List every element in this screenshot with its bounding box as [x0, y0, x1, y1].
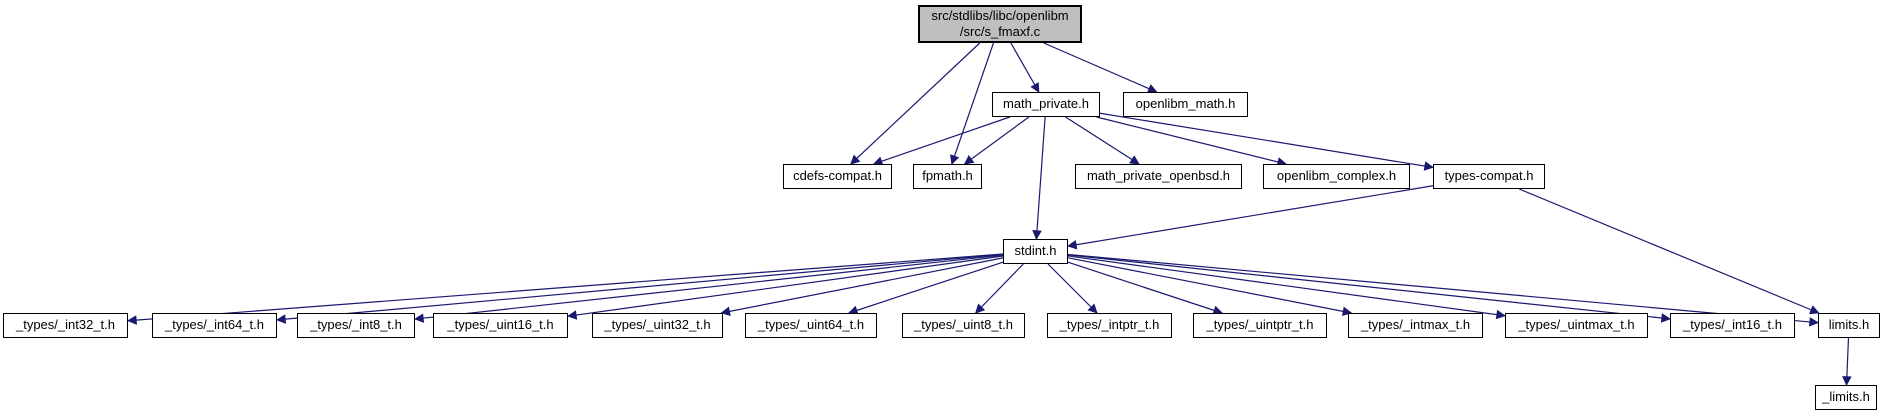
- graph-node-types_compat[interactable]: types-compat.h: [1433, 164, 1545, 189]
- edge-math_private-to-openlibm_complex: [1096, 116, 1287, 167]
- graph-node-fpmath[interactable]: fpmath.h: [913, 164, 982, 189]
- graph-node-label: limits.h: [1828, 317, 1870, 333]
- edge-stdint-to-uintptr: [1067, 261, 1223, 315]
- graph-node-int16[interactable]: _types/_int16_t.h: [1670, 313, 1795, 338]
- graph-node-label: _types/_intmax_t.h: [1360, 317, 1471, 333]
- graph-node-label: types-compat.h: [1444, 168, 1534, 184]
- graph-node-uintptr[interactable]: _types/_uintptr_t.h: [1193, 313, 1327, 338]
- edge-stdint-to-int32: [127, 253, 1004, 325]
- graph-node-label: cdefs-compat.h: [793, 168, 882, 184]
- graph-node-label: openlibm_complex.h: [1276, 168, 1397, 184]
- edge-stdint-to-uint32: [720, 257, 1004, 317]
- edge-stdint-to-intptr: [1047, 263, 1098, 314]
- graph-node-openlibm_math[interactable]: openlibm_math.h: [1123, 92, 1248, 117]
- graph-node-int64[interactable]: _types/_int64_t.h: [152, 313, 277, 338]
- graph-node-label: _types/_uint32_t.h: [604, 317, 711, 333]
- edge-stdint-to-uint64: [848, 261, 1004, 315]
- graph-node-label: _types/_int8_t.h: [310, 317, 402, 333]
- graph-node-_limits[interactable]: _limits.h: [1815, 385, 1877, 410]
- graph-node-uintmax[interactable]: _types/_uintmax_t.h: [1505, 313, 1648, 338]
- graph-node-label: _types/_uint16_t.h: [447, 317, 554, 333]
- edge-root-to-cdefs_compat: [850, 42, 981, 165]
- graph-node-math_private_openbsd[interactable]: math_private_openbsd.h: [1075, 164, 1242, 189]
- graph-node-uint32[interactable]: _types/_uint32_t.h: [592, 313, 723, 338]
- edge-stdint-to-uint8: [974, 263, 1024, 314]
- edge-stdint-to-intmax: [1067, 257, 1353, 317]
- graph-node-label: _types/_int16_t.h: [1682, 317, 1783, 333]
- edge-math_private-to-fpmath: [963, 116, 1030, 165]
- graph-node-label: _types/_uintmax_t.h: [1518, 317, 1635, 333]
- edge-math_private-to-math_private_openbsd: [1065, 116, 1140, 165]
- graph-node-math_private[interactable]: math_private.h: [992, 92, 1100, 117]
- edge-root-to-fpmath: [950, 42, 995, 165]
- graph-node-uint64[interactable]: _types/_uint64_t.h: [745, 313, 877, 338]
- graph-node-label: openlibm_math.h: [1135, 96, 1236, 112]
- graph-node-uint16[interactable]: _types/_uint16_t.h: [433, 313, 568, 338]
- edge-root-to-math_private: [1010, 42, 1040, 93]
- graph-node-label: _types/_int32_t.h: [15, 317, 116, 333]
- graph-node-intptr[interactable]: _types/_intptr_t.h: [1047, 313, 1172, 338]
- graph-node-label: math_private_openbsd.h: [1086, 168, 1231, 184]
- graph-node-label: fpmath.h: [922, 168, 973, 184]
- graph-node-openlibm_complex[interactable]: openlibm_complex.h: [1263, 164, 1410, 189]
- graph-node-label: _types/_uint8_t.h: [913, 317, 1014, 333]
- graph-node-label: math_private.h: [1003, 96, 1089, 112]
- graph-node-label: _types/_uintptr_t.h: [1206, 317, 1314, 333]
- graph-node-label: _types/_intptr_t.h: [1059, 317, 1160, 333]
- edge-math_private-to-cdefs_compat: [872, 116, 1010, 166]
- edge-types_compat-to-stdint: [1067, 185, 1434, 250]
- edge-math_private-to-types_compat: [1099, 112, 1434, 171]
- edge-math_private-to-stdint: [1032, 116, 1046, 240]
- graph-node-stdint[interactable]: stdint.h: [1003, 239, 1068, 264]
- graph-node-limits[interactable]: limits.h: [1818, 313, 1880, 338]
- edge-stdint-to-int8: [414, 254, 1004, 323]
- edge-root-to-openlibm_math: [1043, 42, 1158, 93]
- edge-stdint-to-int16: [1067, 254, 1671, 323]
- graph-node-int32[interactable]: _types/_int32_t.h: [3, 313, 128, 338]
- edge-stdint-to-uintmax: [1067, 255, 1506, 320]
- graph-node-intmax[interactable]: _types/_intmax_t.h: [1348, 313, 1483, 338]
- edge-types_compat-to-limits: [1518, 188, 1820, 315]
- edge-stdint-to-int64: [276, 253, 1004, 324]
- graph-node-uint8[interactable]: _types/_uint8_t.h: [902, 313, 1025, 338]
- graph-node-int8[interactable]: _types/_int8_t.h: [297, 313, 415, 338]
- graph-node-cdefs_compat[interactable]: cdefs-compat.h: [783, 164, 892, 189]
- edge-limits-to-_limits: [1842, 337, 1852, 386]
- graph-node-label: _types/_uint64_t.h: [757, 317, 865, 333]
- graph-node-label: stdint.h: [1014, 243, 1057, 259]
- graph-node-label: _types/_int64_t.h: [164, 317, 265, 333]
- graph-node-label: src/stdlibs/libc/openlibm /src/s_fmaxf.c: [931, 7, 1069, 39]
- graph-node-root: src/stdlibs/libc/openlibm /src/s_fmaxf.c: [918, 5, 1082, 43]
- graph-node-label: _limits.h: [1822, 389, 1870, 405]
- edge-stdint-to-uint16: [567, 255, 1004, 320]
